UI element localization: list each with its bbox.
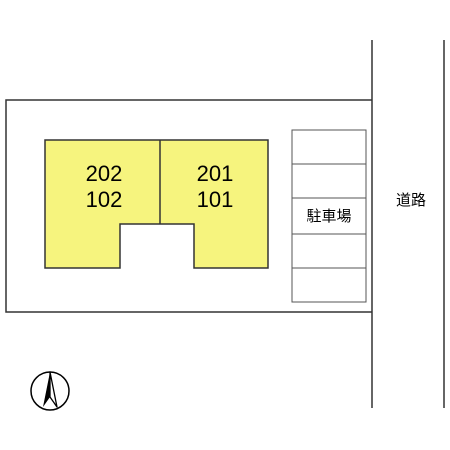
parking-space-3 [291,197,367,235]
road-label: 道路 [396,191,426,209]
parking-space-1 [291,129,367,165]
unit-202-label: 202 [86,161,123,186]
unit-101-label: 101 [197,187,234,212]
unit-102-label: 102 [86,187,123,212]
parking-space-5 [291,267,367,303]
north-arrow-icon [30,371,70,411]
lot-boundary [5,99,372,313]
unit-201-label: 201 [197,161,234,186]
parking-space-2 [291,163,367,199]
parking-space-4 [291,233,367,269]
parking-area [291,129,367,303]
building-footprint [44,139,269,269]
parking-label: 駐車場 [306,207,351,225]
